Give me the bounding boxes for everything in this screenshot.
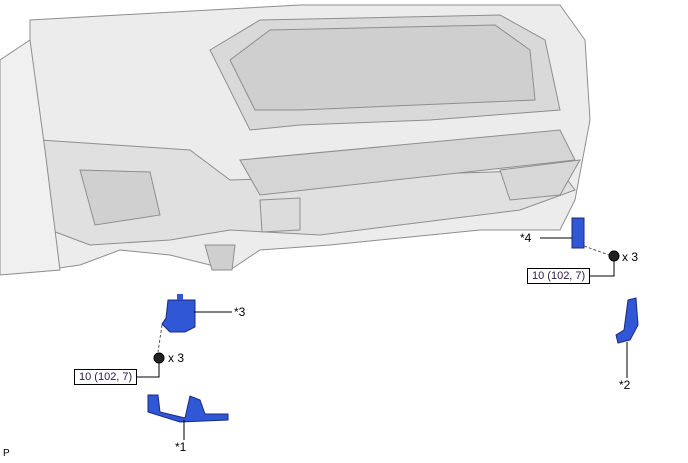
part-label-2: *2 <box>619 378 631 392</box>
fastener-quantity-right: x 3 <box>622 250 639 264</box>
part-2-illustration <box>615 297 639 378</box>
vehicle-body <box>0 4 591 276</box>
part-4-illustration <box>540 217 620 277</box>
part-label-3: *3 <box>234 305 246 319</box>
part-label-4: *4 <box>520 231 532 245</box>
view-marker: P <box>3 448 10 459</box>
torque-spec-right: 10 (102, 7) <box>527 268 591 284</box>
torque-spec-left: 10 (102, 7) <box>74 369 138 385</box>
fastener-quantity-left: x 3 <box>168 351 185 365</box>
part-1-illustration <box>147 394 229 440</box>
part-label-1: *1 <box>175 440 187 454</box>
part-3-illustration <box>134 294 232 378</box>
